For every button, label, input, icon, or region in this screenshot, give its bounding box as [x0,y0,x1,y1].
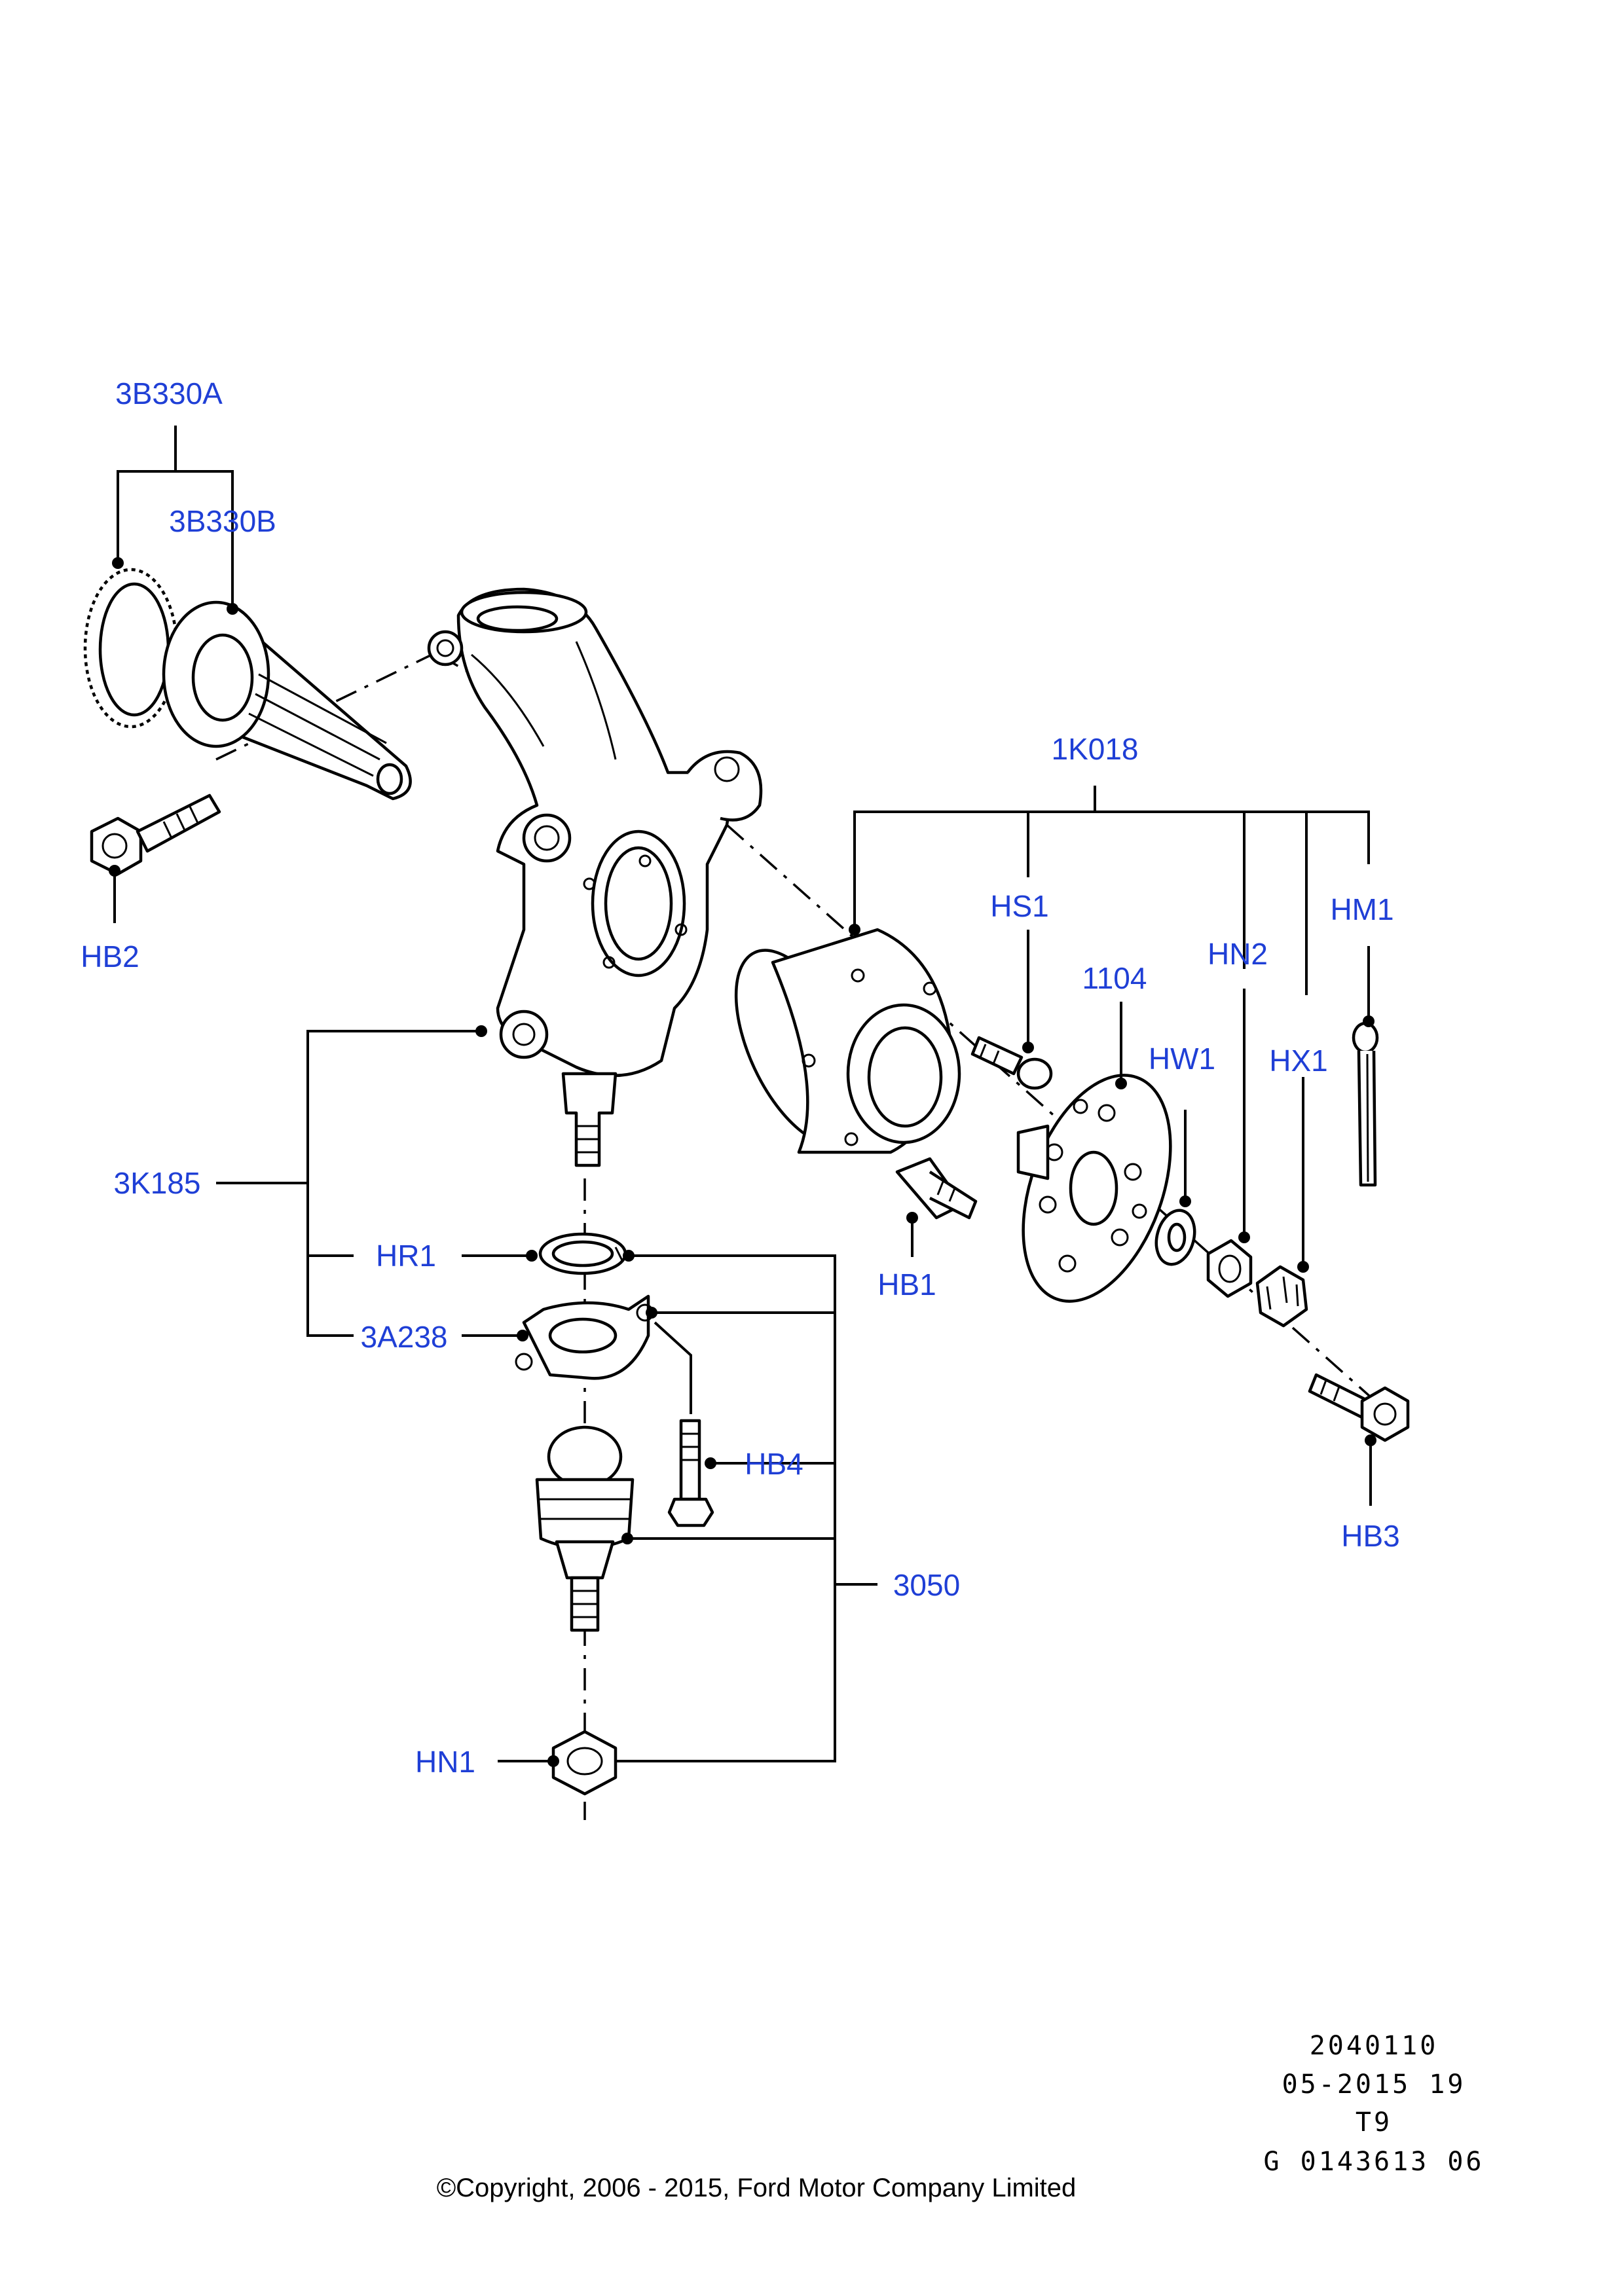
label-3050: 3050 [893,1568,960,1602]
label-hn1: HN1 [415,1745,475,1779]
copyright-notice: ©Copyright, 2006 - 2015, Ford Motor Comp… [437,2174,1077,2202]
reference-line-2: 05-2015 19 [1282,2069,1466,2100]
label-1k018: 1K018 [1051,732,1138,766]
nut-hn1 [551,1730,618,1796]
wheel-stud-hb1 [895,1157,978,1220]
label-hm1: HM1 [1330,892,1393,926]
label-1104: 1104 [1082,961,1147,995]
wheel-hub-flange [1016,1074,1172,1303]
label-hb2: HB2 [81,939,139,974]
label-hn2: HN2 [1208,937,1268,971]
bolt-hb2 [90,793,221,876]
reference-line-3: T9 [1356,2107,1392,2138]
ball-joint-3050 [535,1425,635,1632]
cv-joint-driveshaft [162,600,412,801]
label-3b330a: 3B330A [115,376,223,410]
steering-knuckle [427,587,763,1167]
label-hw1: HW1 [1149,1042,1215,1076]
label-hb4: HB4 [745,1447,803,1481]
washer-hw1 [1154,1209,1196,1266]
leader-lines [113,426,1372,1762]
wheel-bearing-housing [734,928,961,1154]
axis-knuckle-upper [215,647,446,761]
circlip-hr1 [538,1232,627,1275]
label-3k185: 3K185 [113,1166,200,1200]
tone-ring [83,568,179,729]
bolt-hs1 [970,1036,1053,1090]
label-hr1: HR1 [376,1239,436,1273]
reference-line-4: G 0143613 06 [1264,2147,1485,2177]
nut-hn2 [1206,1239,1253,1298]
label-3b330b: 3B330B [169,504,276,538]
castle-nut-hx1 [1255,1265,1308,1328]
label-3a238: 3A238 [360,1320,447,1354]
shield-3a238 [515,1294,654,1380]
bolt-hb4 [667,1419,714,1527]
label-hx1: HX1 [1269,1044,1327,1078]
reference-line-1: 2040110 [1310,2031,1439,2061]
label-hb1: HB1 [877,1267,936,1302]
label-hb3: HB3 [1341,1519,1399,1553]
cotter-pin-hm1 [1352,1021,1379,1187]
bolt-hb3 [1308,1373,1410,1442]
leader-dots [109,557,1376,1767]
label-hs1: HS1 [990,889,1048,923]
